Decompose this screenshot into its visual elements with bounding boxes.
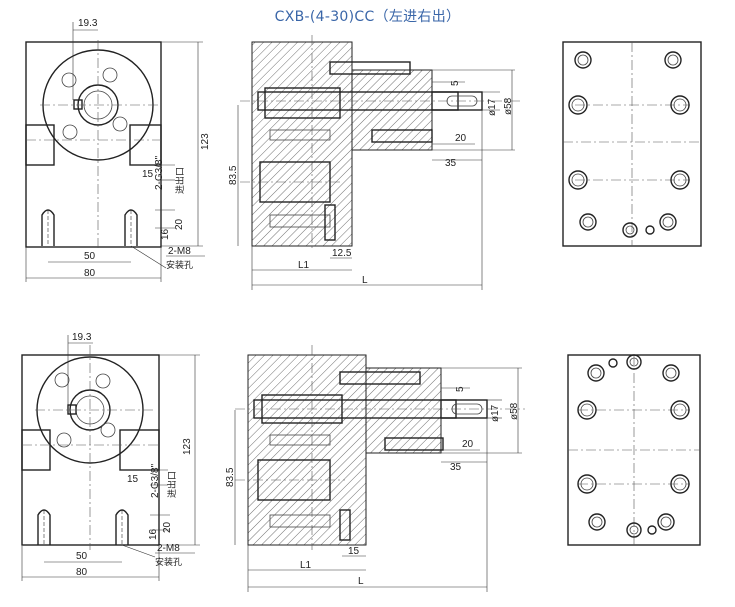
dim-16-b: 16 xyxy=(148,528,159,540)
dim-phi58: ø58 xyxy=(503,97,514,115)
top-rear-view xyxy=(562,41,702,247)
dim-123-b: 123 xyxy=(182,438,193,455)
dim-123: 123 xyxy=(200,133,211,150)
dim-15: 15 xyxy=(142,169,154,180)
dim-35-b: 35 xyxy=(450,462,462,473)
mount-label-b: 2-M8 xyxy=(157,543,180,554)
dim-L: L xyxy=(362,275,368,286)
dim-20: 20 xyxy=(174,218,185,230)
dim-83-5: 83.5 xyxy=(228,165,239,185)
dim-15-b: 15 xyxy=(127,474,139,485)
dim-35: 35 xyxy=(445,158,457,169)
dim-L1-b: L1 xyxy=(300,560,312,571)
dim-16: 16 xyxy=(160,228,171,240)
port-label-cn-b: 进出口 xyxy=(166,471,178,498)
dim-50-b: 50 xyxy=(76,551,88,562)
mount-label-cn: 安装孔 xyxy=(166,259,193,271)
dim-19-3-b: 19.3 xyxy=(72,332,92,343)
dim-5: 5 xyxy=(450,80,461,86)
port-label-b: 2-G3/8" xyxy=(150,463,161,498)
port-label: 2-G3/8" xyxy=(154,155,165,190)
dim-15b: 15 xyxy=(348,546,360,557)
dim-12-5: 12.5 xyxy=(332,248,352,259)
port-label-cn: 进出口 xyxy=(174,167,186,194)
dim-83-5-b: 83.5 xyxy=(225,467,236,487)
bottom-side-view: 83.5 L1 L 15 5 ø17 ø58 20 35 xyxy=(225,345,525,592)
dim-phi58-b: ø58 xyxy=(509,402,520,420)
dim-20-b: 20 xyxy=(162,521,173,533)
dim-20b-b: 20 xyxy=(462,439,474,450)
bottom-front-view: 19.3 123 15 2-G3/8" 进出口 16 20 50 80 2-M8… xyxy=(21,332,200,581)
mount-label-cn-b: 安装孔 xyxy=(155,556,182,568)
dim-L1: L1 xyxy=(298,260,310,271)
dim-5-b: 5 xyxy=(455,386,466,392)
top-side-view: 83.5 L1 L 12.5 5 ø17 ø58 20 35 xyxy=(228,35,520,290)
drawing-title: CXB-(4-30)CC（左进右出） xyxy=(274,9,461,25)
mount-label: 2-M8 xyxy=(168,246,191,257)
dim-80: 80 xyxy=(84,268,96,279)
bottom-rear-view xyxy=(567,354,701,546)
dim-phi17-b: ø17 xyxy=(490,404,501,422)
dim-L-b: L xyxy=(358,576,364,587)
dim-80-b: 80 xyxy=(76,567,88,578)
top-front-view: 19.3 123 15 2-G3/8" 进出口 16 20 50 80 2-M8… xyxy=(25,18,211,282)
dim-19-3: 19.3 xyxy=(78,18,98,29)
dim-phi17: ø17 xyxy=(487,98,498,116)
dim-50: 50 xyxy=(84,251,96,262)
dim-20b: 20 xyxy=(455,133,467,144)
